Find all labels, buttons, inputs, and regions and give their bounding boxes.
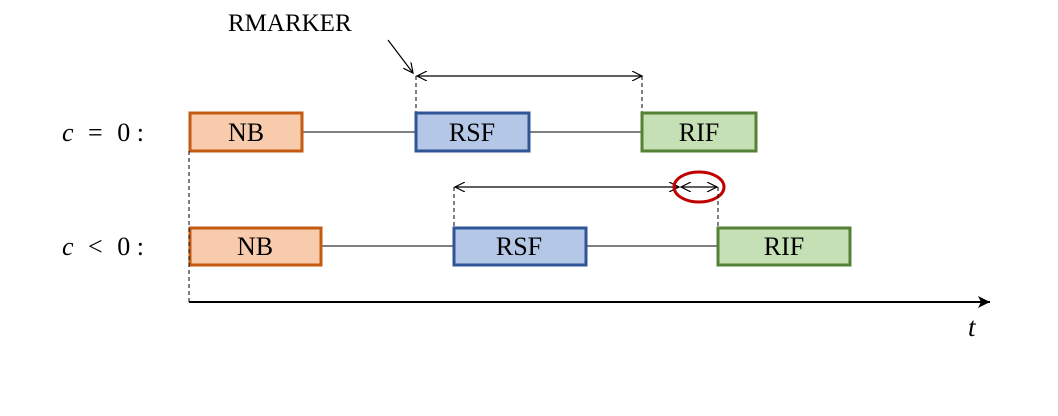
row1-rsf-box: RSF (414, 111, 531, 153)
time-axis-label: t (968, 312, 977, 342)
row2-nb-box: NB (188, 226, 323, 267)
svg-text:c = 0 :: c = 0 : (62, 118, 144, 147)
row1-condition-label: c = 0 : (62, 118, 144, 147)
row2-nb-label: NB (237, 232, 273, 261)
offset-highlight-ellipse (672, 170, 726, 204)
rmarker-label: RMARKER (228, 10, 352, 37)
row1-nb-box: NB (188, 111, 304, 153)
row2-rsf-label: RSF (496, 232, 542, 261)
row2-rsf-box: RSF (452, 226, 588, 267)
row1-nb-label: NB (228, 118, 264, 147)
rmarker-pointer (387, 39, 413, 73)
row1-rif-box: RIF (640, 111, 758, 153)
row2-rif-label: RIF (764, 232, 804, 261)
svg-text:c < 0 :: c < 0 : (62, 232, 144, 261)
row1-rsf-label: RSF (449, 118, 495, 147)
row1-rif-label: RIF (679, 118, 719, 147)
row2-rif-box: RIF (716, 226, 852, 267)
row2-condition-label: c < 0 : (62, 232, 144, 261)
